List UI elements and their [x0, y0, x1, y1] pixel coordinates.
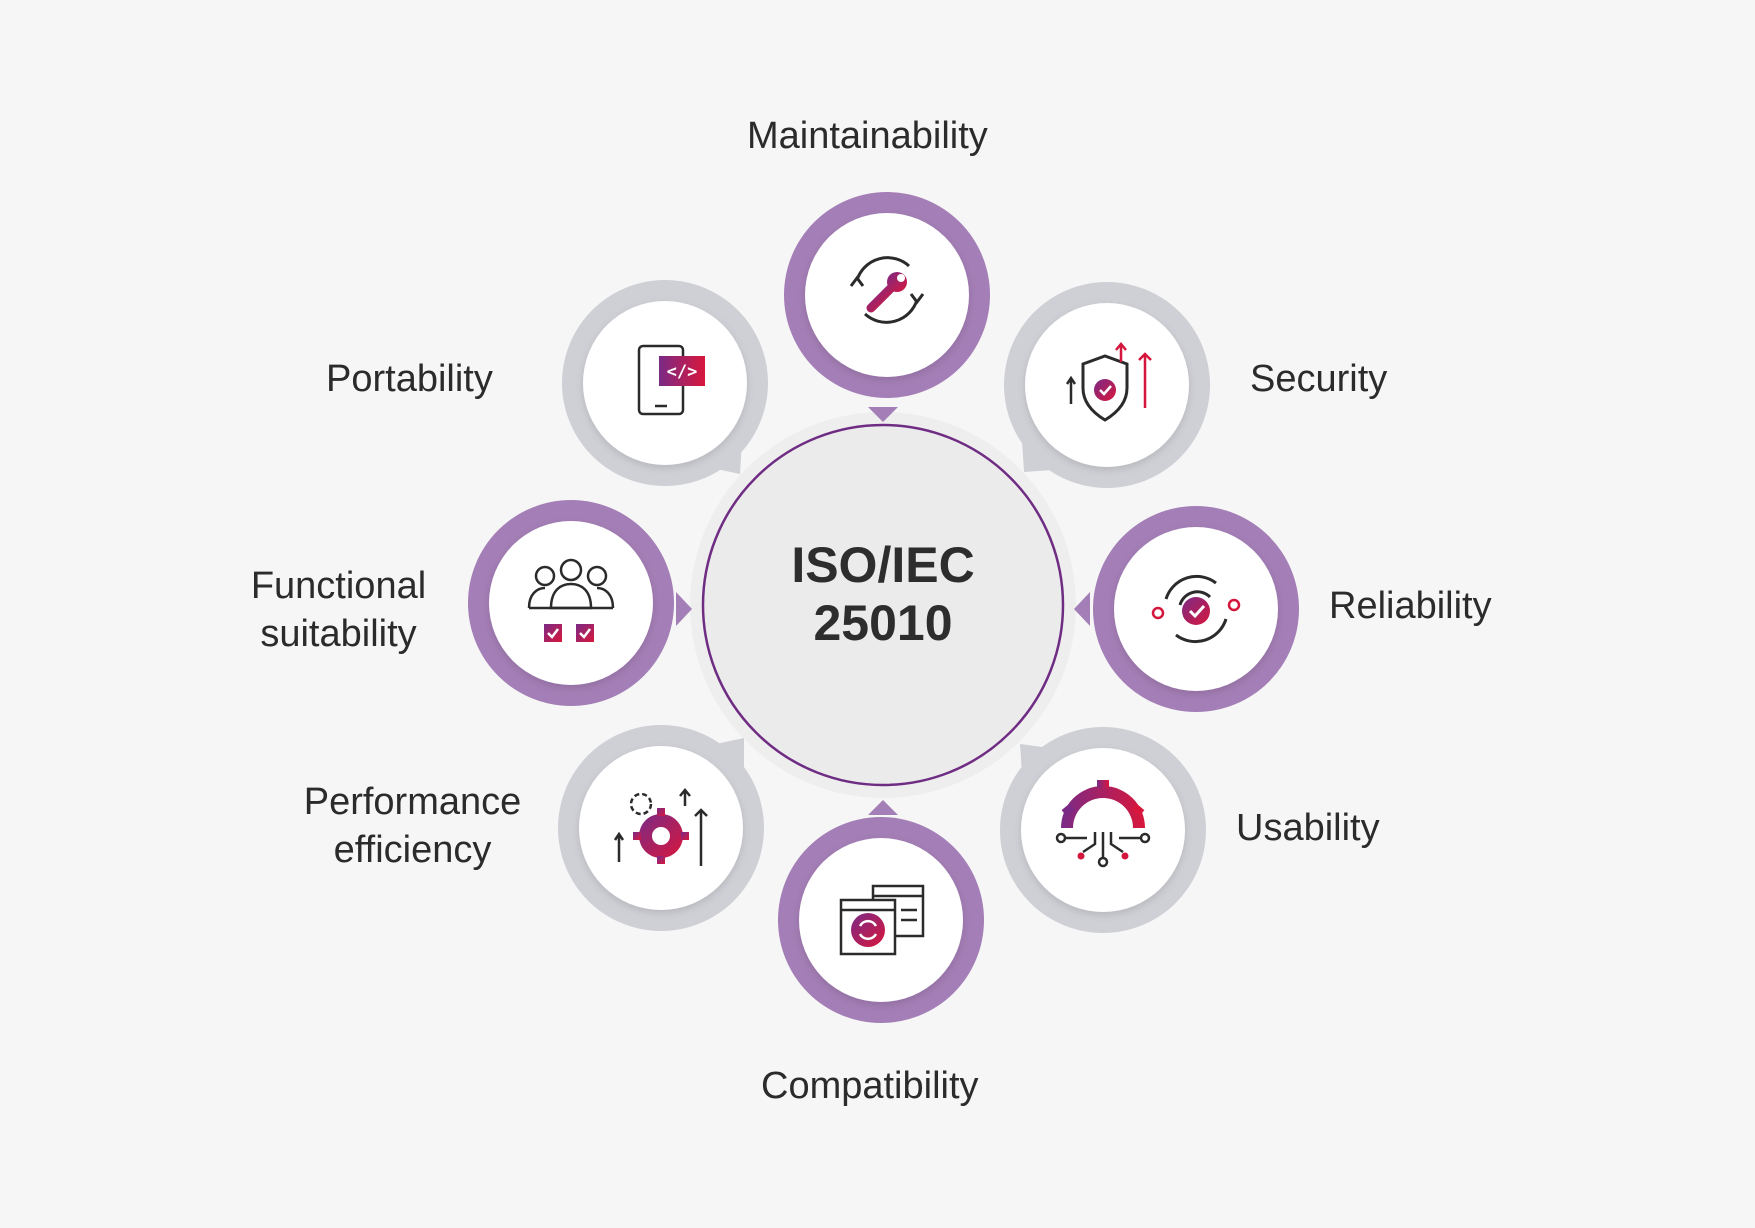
label-performance-line2: efficiency — [333, 829, 492, 871]
gauge-circuit-icon — [1055, 780, 1151, 868]
center-hub — [690, 412, 1076, 798]
shield-check-icon — [1065, 342, 1152, 422]
wrench-refresh-icon — [849, 256, 925, 324]
target-check-icon — [1151, 574, 1241, 644]
label-reliability-text: Reliability — [1329, 585, 1492, 627]
label-compatibility: Compatibility — [761, 1062, 979, 1110]
label-usability-text: Usability — [1236, 807, 1380, 849]
svg-text:</>: </> — [667, 362, 698, 382]
node-compatibility — [778, 800, 984, 1023]
gears-arrows-icon — [613, 788, 708, 866]
label-functional: Functional suitability — [236, 562, 441, 658]
node-reliability — [1074, 506, 1299, 712]
node-portability: </> — [562, 280, 768, 486]
label-portability-text: Portability — [326, 358, 493, 400]
center-title-line1: ISO/IEC — [791, 537, 975, 593]
label-performance: Performance efficiency — [290, 778, 535, 874]
node-performance — [558, 725, 764, 931]
team-checkbox-icon — [527, 558, 615, 642]
label-reliability: Reliability — [1329, 582, 1492, 630]
label-portability: Portability — [326, 355, 493, 403]
node-security — [1004, 282, 1210, 488]
node-functional — [468, 500, 692, 706]
label-compatibility-text: Compatibility — [761, 1065, 979, 1107]
label-functional-line1: Functional — [250, 565, 427, 607]
label-security-text: Security — [1250, 358, 1388, 400]
label-usability: Usability — [1236, 804, 1380, 852]
node-usability — [1000, 727, 1206, 933]
label-security: Security — [1250, 355, 1387, 403]
windows-sync-icon — [839, 884, 925, 956]
center-title-line2: 25010 — [813, 595, 953, 651]
mobile-code-icon: </> — [637, 344, 705, 416]
label-maintainability-text: Maintainability — [747, 115, 988, 157]
center-title: ISO/IEC 25010 — [700, 536, 1066, 652]
label-performance-line1: Performance — [303, 781, 522, 823]
node-maintainability — [784, 192, 990, 422]
label-functional-line2: suitability — [260, 613, 417, 655]
label-maintainability: Maintainability — [747, 112, 988, 160]
